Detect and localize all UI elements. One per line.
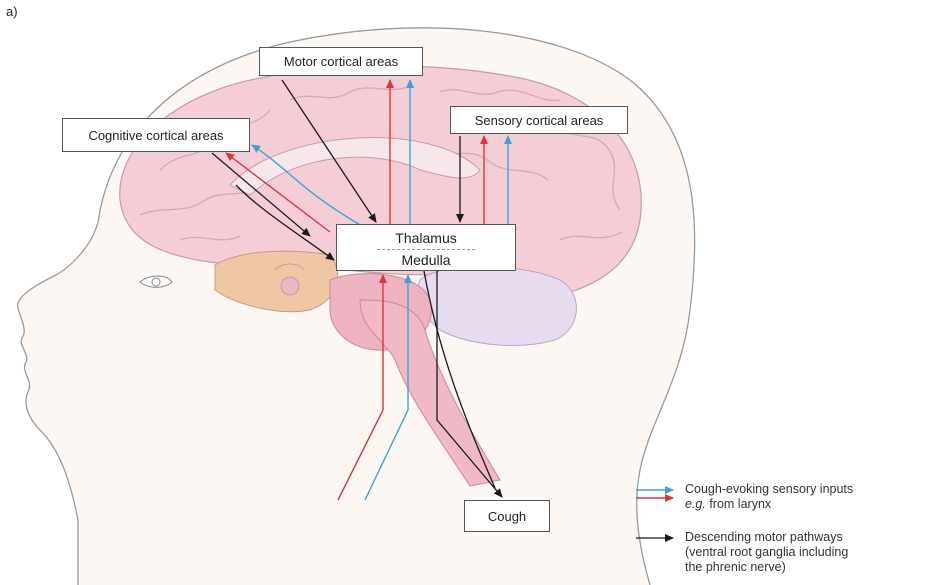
- cognitive-cortical-areas-box: Cognitive cortical areas: [62, 118, 250, 152]
- panel-label: a): [6, 4, 18, 19]
- medulla-label: Medulla: [337, 252, 515, 268]
- thalamus-label: Thalamus: [337, 230, 515, 246]
- cough-label: Cough: [488, 510, 526, 523]
- motor-cortical-areas-box: Motor cortical areas: [259, 47, 423, 76]
- legend-motor-line1: Descending motor pathways: [685, 530, 848, 545]
- sensory-cortical-areas-label: Sensory cortical areas: [475, 114, 604, 127]
- motor-cortical-areas-label: Motor cortical areas: [284, 55, 398, 68]
- legend-sensory-line1: Cough-evoking sensory inputs: [685, 482, 853, 497]
- legend-motor-line2: (ventral root ganglia including: [685, 545, 848, 560]
- legend-motor-line3: the phrenic nerve): [685, 560, 848, 575]
- legend-sensory: Cough-evoking sensory inputs e.g. from l…: [685, 482, 853, 512]
- legend-sensory-line2: e.g. from larynx: [685, 497, 853, 512]
- legend-motor: Descending motor pathways (ventral root …: [685, 530, 848, 575]
- legend-arrows: [636, 490, 673, 538]
- thalamus-medulla-divider: [377, 249, 475, 250]
- cognitive-cortical-areas-label: Cognitive cortical areas: [88, 129, 223, 142]
- sensory-cortical-areas-box: Sensory cortical areas: [450, 106, 628, 134]
- cough-box: Cough: [464, 500, 550, 532]
- thalamus-medulla-box: Thalamus Medulla: [336, 224, 516, 271]
